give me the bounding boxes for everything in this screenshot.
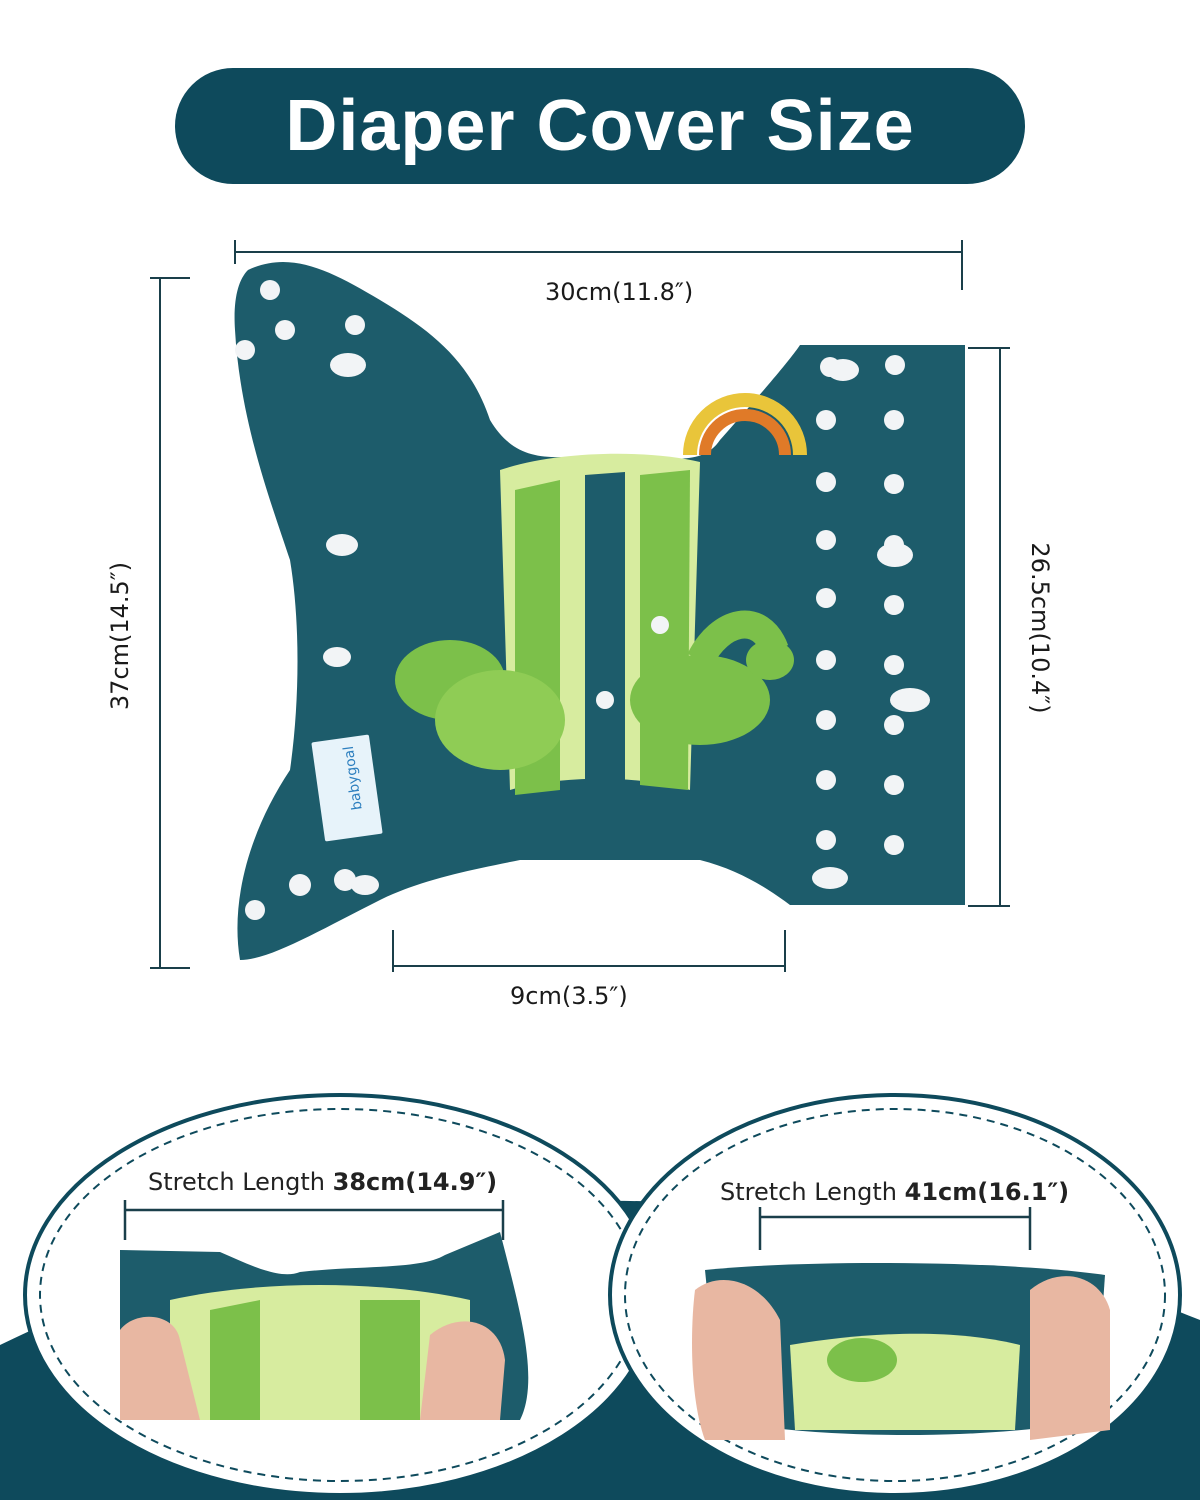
cloud-prints [323,353,930,895]
snap-buttons [235,280,905,920]
stretch-right-value: 41cm(16.1″) [904,1178,1070,1206]
crotch-width-measure-line [392,930,786,972]
hand-left-1 [120,1316,200,1420]
stretch-left-label: Stretch Length 38cm(14.9″) [148,1168,497,1196]
brand-tag [311,734,383,842]
height-right-measure-line [968,347,1010,907]
stretch-photo-left [23,1093,657,1497]
stretch-right-label: Stretch Length 41cm(16.1″) [720,1178,1069,1206]
diaper-cover [234,261,965,961]
stretch-left-value: 38cm(14.9″) [332,1168,498,1196]
title-banner: Diaper Cover Size [175,68,1025,184]
height-left-measure-line [150,277,190,969]
width-top-measure-line [234,240,963,290]
stretch-left-prefix: Stretch Length [148,1168,325,1196]
crotch-width-label: 9cm(3.5″) [510,982,628,1010]
teal-stripe [585,472,625,785]
width-top-label: 30cm(11.8″) [545,278,694,306]
dinosaur-right [630,655,770,745]
height-left-label: 37cm(14.5″) [106,561,134,711]
hand-right-2 [1030,1276,1110,1440]
stretch-photo-right [608,1093,1182,1497]
stretch-right-measure-line [758,1207,1032,1250]
stretch-left-measure-line [123,1200,505,1240]
hand-right-1 [692,1280,785,1440]
hand-left-2 [420,1321,505,1420]
page-title: Diaper Cover Size [285,86,915,166]
height-right-label: 26.5cm(10.4″) [1026,542,1054,714]
rainbow [683,393,807,456]
stretch-right-prefix: Stretch Length [720,1178,897,1206]
